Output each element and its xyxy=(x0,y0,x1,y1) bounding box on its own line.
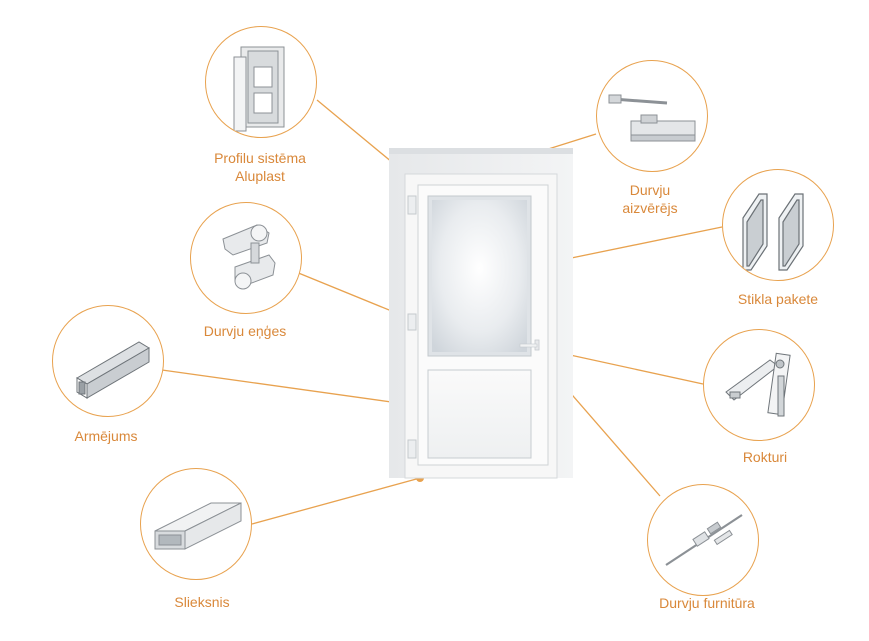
profile-circle xyxy=(205,26,317,138)
threshold-circle xyxy=(140,468,252,580)
hinge-bottom xyxy=(407,439,417,459)
hardware-circle xyxy=(647,484,759,596)
handles-label: Rokturi xyxy=(742,449,788,465)
threshold-label: Slieksnis xyxy=(174,594,230,610)
closer-circle xyxy=(596,60,708,172)
lower-panel xyxy=(427,369,532,459)
hinge-top xyxy=(407,195,417,215)
hinges-label: Durvju eņģes xyxy=(203,323,287,339)
reinforcement-connector xyxy=(161,369,421,407)
glass-unit-icon xyxy=(742,193,804,271)
glass-pane xyxy=(432,200,527,352)
closer-label: Durvju aizvērējs xyxy=(622,182,678,216)
profile-section-icon xyxy=(233,46,285,132)
threshold-icon xyxy=(154,502,242,550)
handles-circle xyxy=(703,329,815,441)
reinforcement-label: Armējums xyxy=(74,428,138,444)
glass-label: Stikla pakete xyxy=(737,291,819,307)
threshold-connector xyxy=(251,477,421,525)
door-closer-icon xyxy=(608,94,696,142)
glass-circle xyxy=(722,169,834,281)
hinge-icon xyxy=(222,224,276,290)
hinges-circle xyxy=(190,202,302,314)
profile-label: Profilu sistēma Aluplast xyxy=(214,150,306,184)
steel-reinforcement-icon xyxy=(76,341,150,399)
hinge-middle xyxy=(407,313,417,331)
door-handle-icon xyxy=(725,352,791,417)
hardware-label: Durvju furnitūra xyxy=(659,595,755,611)
lock-mechanism-icon xyxy=(665,514,743,566)
reinforcement-circle xyxy=(52,305,164,417)
